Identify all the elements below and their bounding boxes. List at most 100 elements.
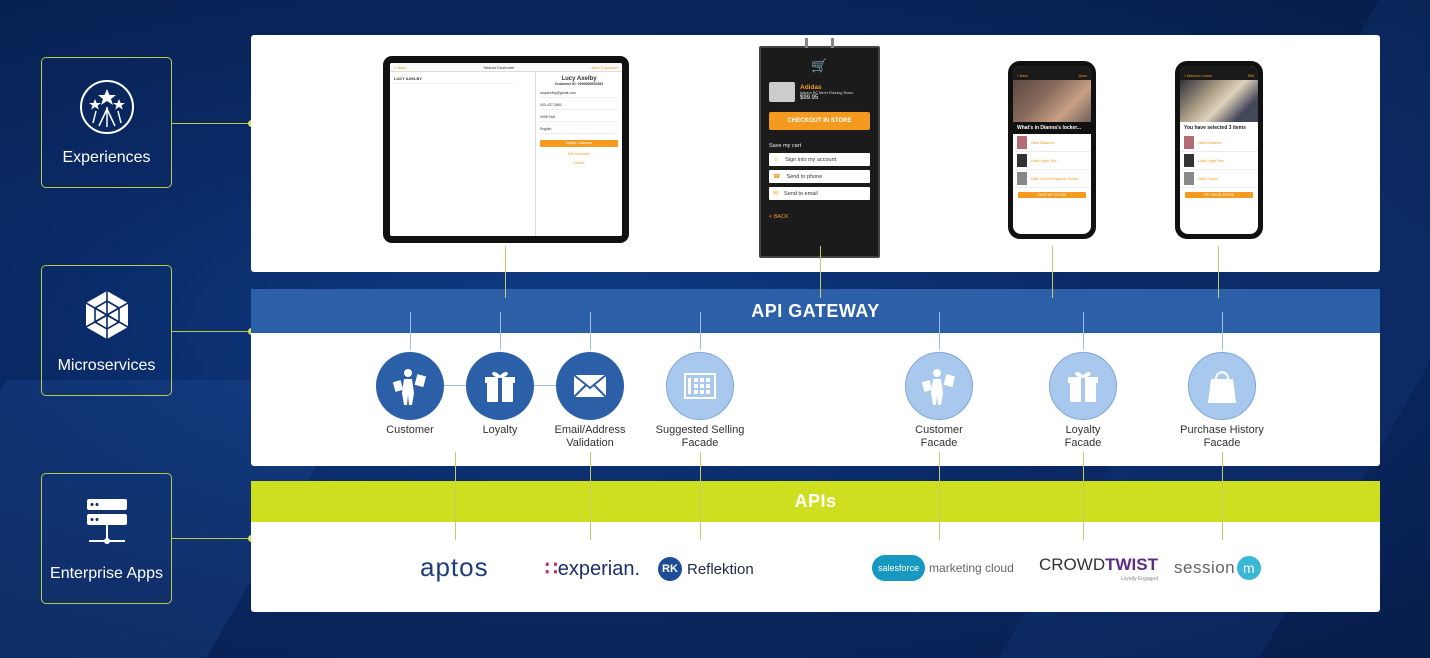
connector-line — [172, 123, 251, 124]
service-loyalty: Loyalty — [440, 352, 560, 437]
phone-done-link: Done — [1078, 74, 1087, 78]
service-circle — [1188, 352, 1256, 420]
kiosk-option-label: Send to email — [784, 190, 818, 197]
sessionm-wordmark: session — [1174, 558, 1236, 577]
tablet-language: English — [540, 127, 618, 134]
phone-list-item: Ultra Light Tee — [1180, 152, 1258, 170]
service-label: Purchase History Facade — [1180, 424, 1264, 449]
tablet-secondary-link: Edit Customer — [567, 152, 591, 156]
connector-line — [1222, 452, 1223, 540]
connector-line — [1222, 312, 1223, 350]
experian-dots-icon: ∷ — [545, 558, 558, 580]
connector-line — [700, 312, 701, 350]
cart-icon: 🛒 — [811, 58, 828, 73]
kiosk-option: ✉Send to email — [769, 187, 870, 200]
item-name: Ultra Light Tee — [1198, 158, 1224, 163]
service-circle — [376, 352, 444, 420]
apis-band: APIs — [251, 481, 1380, 522]
kiosk-option-label: Send to phone — [786, 173, 823, 180]
connector-line — [590, 312, 591, 350]
connector-line — [455, 452, 456, 540]
layer-label: Microservices — [57, 356, 156, 374]
tablet-title: Search Customer — [483, 64, 515, 70]
phone-list-item: Nike Socks — [1180, 170, 1258, 188]
connector-line — [820, 246, 821, 298]
tablet-new-link: New Customer — [591, 64, 618, 70]
service-customer-facade: Customer Facade — [879, 352, 999, 450]
service-label: Customer Facade — [915, 424, 963, 449]
reflektion-wordmark: Reflektion — [687, 560, 754, 578]
geodesic-icon — [85, 290, 128, 339]
tablet-topbar: < Back Search Customer New Customer — [390, 63, 622, 72]
store-photo — [1180, 80, 1258, 122]
phone-list-item: Ultra Light Tee — [1013, 152, 1091, 170]
service-loyalty-facade: Loyalty Facade — [1023, 352, 1143, 450]
server-icon — [86, 498, 127, 544]
item-name: Nike Gold Elegance Socks — [1031, 176, 1079, 181]
tablet-email: lucyaxelby@gmail.com — [540, 91, 618, 98]
kiosk-pole — [805, 38, 808, 48]
crowdtwist-word-a: CROWD — [1039, 555, 1106, 574]
tablet-cancel-link: Cancel — [573, 161, 585, 165]
service-label: Email/Address Validation — [554, 424, 626, 449]
connector-line — [410, 312, 411, 350]
phone-list-item: New Balance — [1180, 134, 1258, 152]
tablet-list: LUCY AXELBY — [390, 72, 536, 236]
salesforce-cloud-icon: salesforce — [872, 555, 926, 581]
connector-line — [444, 385, 468, 386]
tablet-phone: 000-437-2891 — [540, 103, 618, 110]
kiosk-pole — [831, 38, 834, 48]
connector-line — [172, 331, 251, 332]
kiosk-price: $99.95 — [800, 94, 819, 101]
tablet-customer-name: Lucy Axelby — [561, 76, 597, 82]
connector-line — [505, 246, 506, 298]
shoe-image — [769, 82, 795, 102]
layer-label: Experiences — [62, 148, 151, 166]
connector-line — [1218, 246, 1219, 298]
service-email-validation: Email/Address Validation — [530, 352, 650, 450]
kiosk-back-link: < BACK — [769, 214, 789, 220]
phone-try-button: TRY ON IN STORE — [1185, 192, 1253, 198]
layer-microservices: Microservices — [41, 265, 172, 396]
connector-line — [500, 312, 501, 350]
envelope-icon — [573, 374, 607, 398]
kiosk-product-name: Adizero RC Men's Running Shoes — [800, 90, 854, 95]
service-customer: Customer — [350, 352, 470, 437]
user-icon: ☺ — [773, 156, 780, 163]
kiosk-option: ☺Sign into my account — [769, 153, 870, 166]
gift-icon — [1068, 371, 1098, 402]
service-circle — [556, 352, 624, 420]
experian-wordmark: experian. — [557, 558, 641, 580]
crowdtwist-word-b: TWIST — [1105, 555, 1158, 574]
grid-icon — [684, 373, 716, 399]
layer-enterprise-apps: Enterprise Apps — [41, 473, 172, 604]
phone-list-item: Nike Gold Elegance Socks — [1013, 170, 1091, 188]
kiosk-brand: Adidas — [800, 83, 822, 91]
connector-line — [939, 452, 940, 540]
shopper-icon — [921, 369, 956, 405]
service-circle — [466, 352, 534, 420]
phone-icon: ☎ — [773, 174, 781, 180]
kiosk-device: 🛒 Adidas Adizero RC Men's Running Shoes … — [759, 38, 880, 258]
tablet-store: 0008 Test — [540, 115, 618, 122]
service-circle — [666, 352, 734, 420]
tablet-screen: < Back Search Customer New Customer LUCY… — [390, 63, 622, 236]
kiosk-product: Adidas Adizero RC Men's Running Shoes $9… — [769, 82, 870, 102]
tablet-back-link: < Back — [394, 64, 407, 70]
connector-line — [939, 312, 940, 350]
service-label: Suggested Selling Facade — [655, 424, 745, 449]
phone-list-item: New Balance — [1013, 134, 1091, 152]
stars-icon — [79, 79, 134, 134]
item-name: Nike Socks — [1198, 176, 1219, 181]
connector-line — [700, 452, 701, 540]
apis-panel: APIs — [251, 481, 1380, 612]
item-name: New Balance — [1198, 140, 1222, 145]
crowdtwist-tagline: Loyalty Engaged — [1120, 576, 1158, 582]
checkout-button: CHECKOUT IN STORE — [769, 112, 870, 130]
connector-line — [534, 385, 558, 386]
